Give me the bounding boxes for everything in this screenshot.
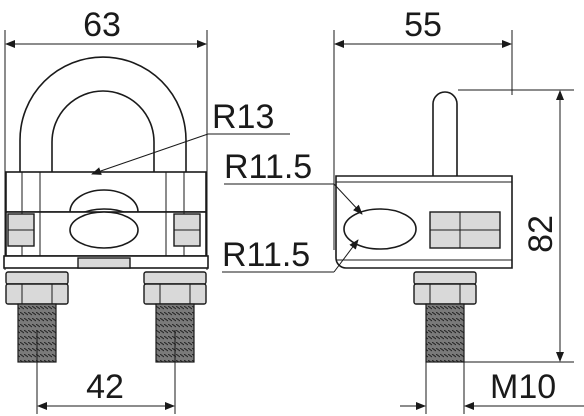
- upper-clamp-block: [5, 171, 207, 213]
- dim-height: 82: [522, 215, 560, 253]
- u-bow-outer: [19, 56, 187, 175]
- conductor-side: [343, 208, 417, 250]
- dim-width-total: 63: [83, 6, 121, 44]
- leader-r115-upper: [333, 183, 363, 215]
- u-bow-inner: [51, 90, 155, 175]
- front-view: 63: [3, 6, 290, 414]
- nut-side-top: [413, 271, 477, 285]
- nut-left-top: [5, 271, 69, 285]
- dim-radius-lower: R11.5: [222, 236, 310, 274]
- nut-right: [143, 283, 207, 305]
- dim-bolt-spacing: 42: [86, 368, 124, 406]
- nut-side: [413, 283, 477, 305]
- bolt-thread-side: [425, 303, 465, 363]
- leader-r115-lower: [333, 239, 359, 273]
- nut-right-top: [143, 271, 207, 285]
- dim-radius-upper: R11.5: [224, 148, 312, 186]
- leader-r13: [91, 133, 209, 175]
- upper-groove: [69, 189, 139, 213]
- dim-depth: 55: [404, 6, 442, 44]
- dim-radius-bow: R13: [212, 98, 274, 136]
- side-view: 55 82 M10 R11.5: [222, 6, 584, 414]
- nut-left: [5, 283, 69, 305]
- dim-thread: M10: [490, 368, 556, 406]
